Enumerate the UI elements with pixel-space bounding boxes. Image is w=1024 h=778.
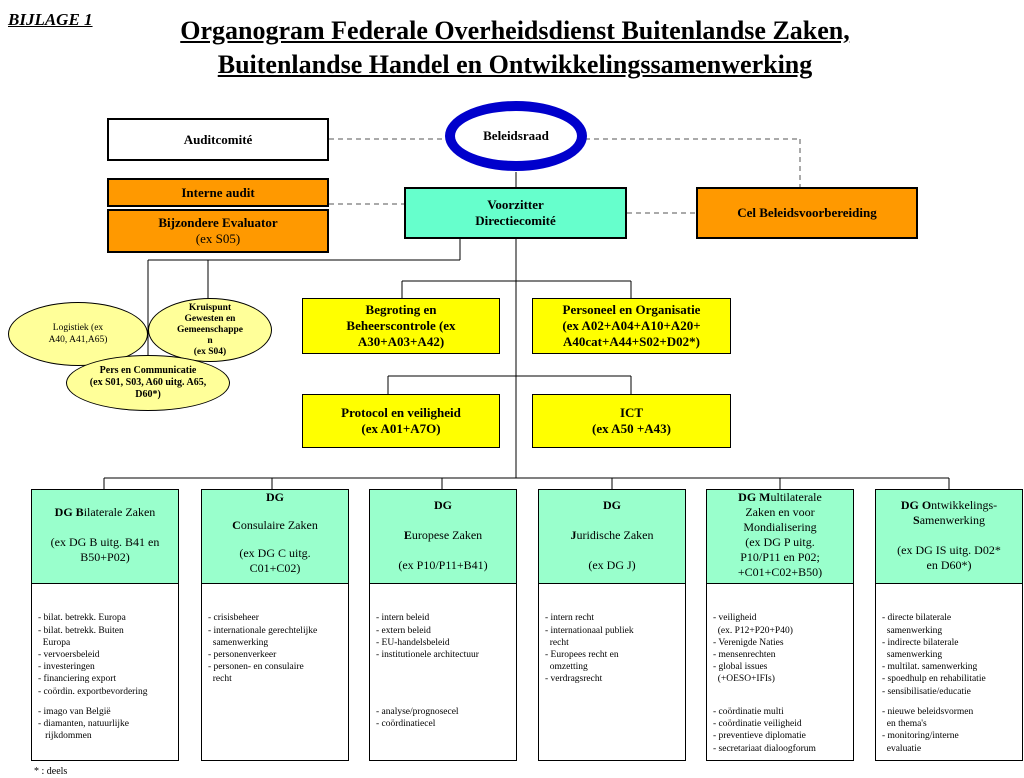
dg-ontwikkeling-notes: - directe bilaterale samenwerking - indi… bbox=[875, 584, 1023, 761]
dg-europese-line-3-bold-prefix: E bbox=[403, 528, 412, 542]
dg-multilaterale-line-6: +C01+C02+B50) bbox=[737, 565, 823, 579]
dg-multilaterale-line-2: Zaken en voor bbox=[745, 505, 815, 519]
logistiek-line-2: A40, A41,A65) bbox=[48, 335, 108, 345]
dg-europese-line-1: DG bbox=[434, 498, 452, 512]
dg-multilaterale-notes-main: - veiligheid (ex. P12+P20+P40) - Verenig… bbox=[713, 613, 793, 685]
dg-europese-box: DG Europese Zaken (ex P10/P11+B41) bbox=[369, 489, 517, 584]
dg-europese-notes: - intern beleid - extern beleid - EU-han… bbox=[369, 584, 517, 761]
protocol-line-1: Protocol en veiligheid bbox=[341, 405, 461, 420]
footnote: * : deels bbox=[34, 766, 68, 777]
dg-consulaire-line-3: Consulaire Zaken bbox=[232, 518, 318, 532]
kruispunt-line-2: Gewesten en bbox=[184, 313, 236, 324]
kruispunt-ellipse: Kruispunt Gewesten en Gemeenschappe n (e… bbox=[148, 298, 272, 362]
beleidsraad-ellipse: Beleidsraad bbox=[445, 101, 587, 171]
kruispunt-line-3: Gemeenschappe bbox=[177, 324, 243, 335]
dg-europese-notes-extra: - analyse/prognosecel - coördinatiecel bbox=[376, 707, 459, 730]
begroting-line-2: Beheerscontrole (ex bbox=[346, 318, 456, 333]
pers-communicatie-ellipse: Pers en Communicatie (ex S01, S03, A60 u… bbox=[66, 355, 230, 411]
title-line-1: Organogram Federale Overheidsdienst Buit… bbox=[180, 16, 850, 45]
begroting-box: Begroting en Beheerscontrole (ex A30+A03… bbox=[302, 298, 500, 354]
dg-consulaire-line-3-bold-prefix: C bbox=[232, 518, 241, 532]
protocol-box: Protocol en veiligheid (ex A01+A7O) bbox=[302, 394, 500, 448]
cel-label: Cel Beleidsvoorbereiding bbox=[737, 205, 877, 220]
kruispunt-line-5: (ex S04) bbox=[193, 346, 227, 357]
dg-consulaire-line-5: (ex DG C uitg. bbox=[239, 546, 311, 560]
dg-multilaterale-box: DG Multilaterale Zaken en voor Mondialis… bbox=[706, 489, 854, 584]
personeel-line-1: Personeel en Organisatie bbox=[562, 302, 701, 317]
bijlage-label: BIJLAGE 1 bbox=[8, 10, 93, 29]
ict-box: ICT (ex A50 +A43) bbox=[532, 394, 731, 448]
title-line-2: Buitenlandse Handel en Ontwikkelingssame… bbox=[217, 50, 813, 79]
dg-bilaterale-line-3: (ex DG B uitg. B41 en bbox=[50, 535, 160, 549]
dg-multilaterale-line-1: DG Multilaterale bbox=[738, 490, 822, 504]
dg-ontwikkeling-line-5: en D60*) bbox=[926, 558, 972, 572]
dg-bilaterale-line-1-bold-prefix: DG B bbox=[54, 505, 84, 519]
dg-juridische-notes: - intern recht - internationaal publiek … bbox=[538, 584, 686, 761]
dg-multilaterale-notes: - veiligheid (ex. P12+P20+P40) - Verenig… bbox=[706, 584, 854, 761]
dg-europese-line-5: (ex P10/P11+B41) bbox=[398, 558, 488, 572]
dg-ontwikkeling-line-1: DG Ontwikkelings- bbox=[900, 498, 998, 512]
dg-juridische-line-3: Juridische Zaken bbox=[570, 528, 654, 542]
personeel-line-2: (ex A02+A04+A10+A20+ bbox=[562, 318, 701, 333]
dg-ontwikkeling-line-4: (ex DG IS uitg. D02* bbox=[897, 543, 1001, 557]
dg-ontwikkeling-line-2: Samenwerking bbox=[913, 513, 985, 527]
dg-multilaterale-line-5: P10/P11 en P02; bbox=[740, 550, 820, 564]
dg-europese-notes-main: - intern beleid - extern beleid - EU-han… bbox=[376, 613, 479, 661]
dg-juridische-line-1: DG bbox=[603, 498, 621, 512]
voorzitter-line-1: Voorzitter bbox=[487, 197, 544, 212]
voorzitter-box: Voorzitter Directiecomité bbox=[404, 187, 627, 239]
dg-ontwikkeling-notes-main: - directe bilaterale samenwerking - indi… bbox=[882, 613, 986, 697]
dg-bilaterale-notes: - bilat. betrekk. Europa - bilat. betrek… bbox=[31, 584, 179, 761]
begroting-line-3: A30+A03+A42) bbox=[357, 334, 445, 349]
auditcomite-box: Auditcomité bbox=[107, 118, 329, 161]
dg-consulaire-box: DG Consulaire Zaken (ex DG C uitg. C01+C… bbox=[201, 489, 349, 584]
voorzitter-line-2: Directiecomité bbox=[475, 213, 556, 228]
dg-ontwikkeling-line-2-bold-prefix: S bbox=[913, 513, 920, 527]
ict-line-1: ICT bbox=[619, 405, 644, 420]
kruispunt-line-4: n bbox=[207, 335, 213, 346]
dg-bilaterale-line-1: DG Bilaterale Zaken bbox=[54, 505, 156, 519]
personeel-box: Personeel en Organisatie (ex A02+A04+A10… bbox=[532, 298, 731, 354]
dg-multilaterale-line-1-bold-prefix: DG M bbox=[738, 490, 771, 504]
dg-multilaterale-line-3: Mondialisering bbox=[743, 520, 817, 534]
auditcomite-label: Auditcomité bbox=[183, 131, 253, 147]
dg-bilaterale-notes-extra: - imago van België - diamanten, natuurli… bbox=[38, 707, 130, 742]
dg-juridische-line-5: (ex DG J) bbox=[588, 558, 636, 572]
logistiek-line-1: Logistiek (ex bbox=[52, 323, 104, 333]
dg-ontwikkeling-box: DG Ontwikkelings- Samenwerking (ex DG IS… bbox=[875, 489, 1023, 584]
interne-audit-label: Interne audit bbox=[181, 184, 255, 200]
begroting-line-1: Begroting en bbox=[365, 302, 437, 317]
dg-ontwikkeling-notes-extra: - nieuwe beleidsvormen en thema's - moni… bbox=[882, 707, 974, 754]
dg-consulaire-notes: - crisisbeheer - internationale gerechte… bbox=[201, 584, 349, 761]
dg-multilaterale-notes-extra: - coördinatie multi - coördinatie veilig… bbox=[713, 707, 816, 754]
pers-line-3: D60*) bbox=[135, 389, 161, 400]
beleidsraad-label: Beleidsraad bbox=[483, 128, 549, 143]
cel-beleidsvoorbereiding-box: Cel Beleidsvoorbereiding bbox=[696, 187, 918, 239]
dg-consulaire-line-1: DG bbox=[266, 490, 284, 504]
dg-juridische-box: DG Juridische Zaken (ex DG J) bbox=[538, 489, 686, 584]
dg-ontwikkeling-line-1-bold-prefix: DG O bbox=[900, 498, 932, 512]
dg-bilaterale-line-4: B50+P02) bbox=[80, 550, 130, 564]
personeel-line-3: A40cat+A44+S02+D02*) bbox=[562, 334, 701, 349]
evaluator-line-2: (ex S05) bbox=[195, 231, 241, 246]
interne-audit-box: Interne audit bbox=[107, 178, 329, 207]
dg-europese-line-3: Europese Zaken bbox=[403, 528, 483, 542]
page-title: Organogram Federale Overheidsdienst Buit… bbox=[120, 14, 910, 82]
evaluator-line-1: Bijzondere Evaluator bbox=[158, 215, 278, 230]
dg-juridische-notes-main: - intern recht - internationaal publiek … bbox=[545, 613, 634, 685]
dg-bilaterale-box: DG Bilaterale Zaken (ex DG B uitg. B41 e… bbox=[31, 489, 179, 584]
bijzondere-evaluator-box: Bijzondere Evaluator (ex S05) bbox=[107, 209, 329, 253]
pers-line-1: Pers en Communicatie bbox=[99, 365, 197, 376]
dg-multilaterale-line-4: (ex DG P uitg. bbox=[745, 535, 815, 549]
dg-consulaire-notes-main: - crisisbeheer - internationale gerechte… bbox=[208, 613, 318, 685]
protocol-line-2: (ex A01+A7O) bbox=[361, 421, 441, 436]
dg-consulaire-line-6: C01+C02) bbox=[249, 561, 301, 575]
ict-line-2: (ex A50 +A43) bbox=[592, 421, 671, 436]
kruispunt-line-1: Kruispunt bbox=[188, 302, 232, 313]
pers-line-2: (ex S01, S03, A60 uitg. A65, bbox=[89, 377, 207, 388]
dg-juridische-line-3-bold-prefix: J bbox=[570, 528, 577, 542]
dg-bilaterale-notes-main: - bilat. betrekk. Europa - bilat. betrek… bbox=[38, 613, 148, 697]
